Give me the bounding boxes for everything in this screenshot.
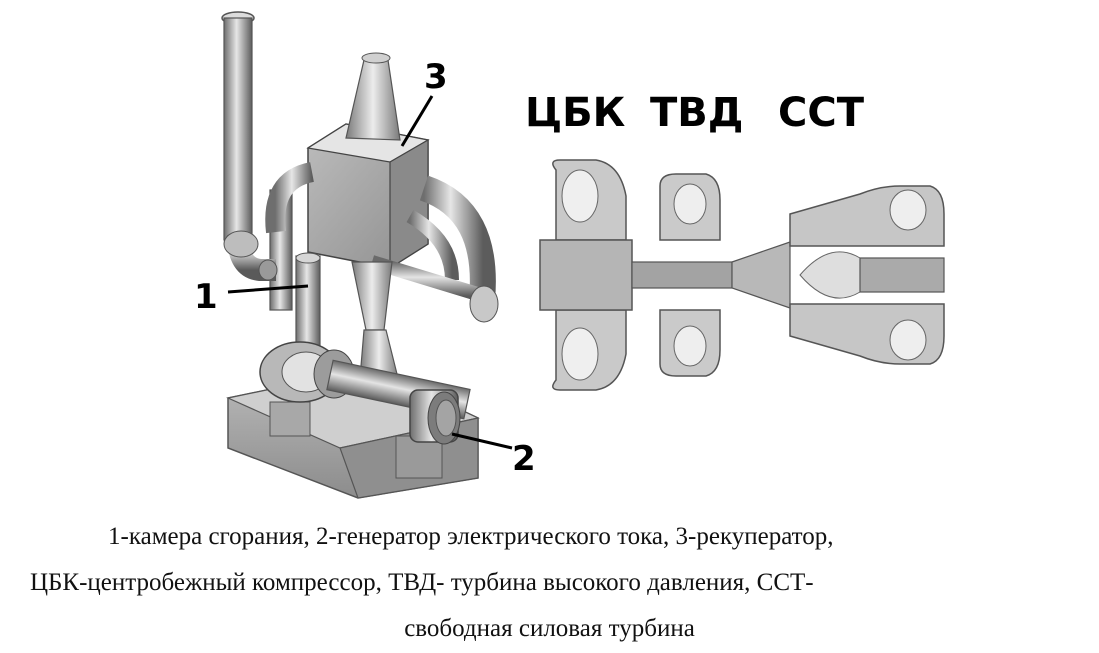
caption-line-3: свободная силовая турбина — [404, 615, 695, 642]
turbine-cross-section: ЦБК ТВД ССТ — [525, 90, 945, 391]
recuperator-box — [265, 52, 499, 379]
label-tvd: ТВД — [650, 90, 743, 136]
power-turbine-section — [789, 185, 945, 365]
gas-turbine-figure: 1 2 3 ЦБК ТВД ССТ — [194, 11, 945, 499]
callout-leader-3 — [400, 95, 434, 147]
callout-3: 3 — [424, 57, 448, 97]
caption-line-2: ЦБК-центробежный компрессор, ТВД- турбин… — [30, 569, 814, 596]
callout-leader-2 — [451, 432, 513, 450]
turbine-assembly-3d: 1 2 3 — [194, 11, 536, 499]
compressor-section — [539, 159, 633, 391]
label-cbk: ЦБК — [525, 90, 626, 136]
label-sst: ССТ — [778, 90, 865, 136]
generator — [409, 389, 461, 445]
callout-1: 1 — [194, 277, 218, 317]
hp-turbine-section — [631, 173, 791, 377]
exhaust-stack — [221, 11, 293, 311]
callout-leader-1 — [227, 284, 309, 294]
caption-line-1: 1-камера сгорания, 2-генератор электриче… — [108, 523, 834, 550]
combustion-chamber — [295, 252, 321, 353]
callout-2: 2 — [512, 439, 536, 479]
